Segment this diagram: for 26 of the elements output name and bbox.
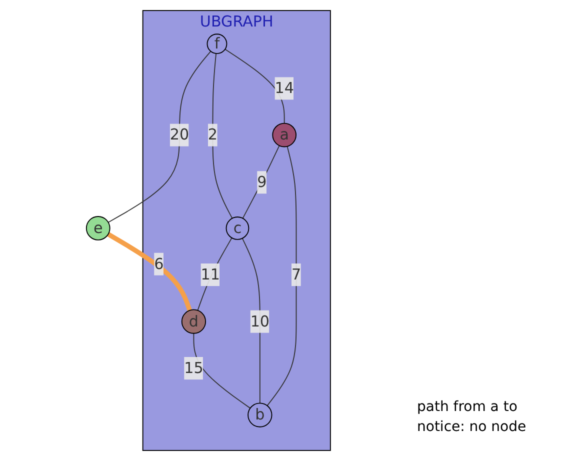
edge-label: 6 xyxy=(154,254,164,273)
edge-label: 20 xyxy=(170,126,190,144)
connector xyxy=(193,332,251,409)
connector xyxy=(224,48,285,124)
node-circle: a xyxy=(272,122,297,148)
connector xyxy=(242,145,280,219)
node-circle: b xyxy=(248,402,272,428)
note-text: path from a to xyxy=(417,399,518,415)
edge-label: 7 xyxy=(292,265,302,284)
edge-label: 15 xyxy=(184,358,204,377)
node-circle: f xyxy=(206,34,228,54)
connector xyxy=(242,238,260,404)
edge-label: 11 xyxy=(200,265,220,284)
connector xyxy=(107,232,192,312)
node-circle: d xyxy=(181,309,206,334)
note-text: notice: no node xyxy=(417,419,528,435)
connector xyxy=(266,146,297,406)
connector xyxy=(197,237,232,311)
edge-label: 10 xyxy=(250,312,270,330)
connector xyxy=(212,53,233,219)
node-circle: c xyxy=(226,216,250,240)
edge-label: 14 xyxy=(274,79,294,97)
connector xyxy=(108,50,212,223)
edge-label: 9 xyxy=(257,172,267,191)
edge-label: 2 xyxy=(208,126,218,144)
node-circle: e xyxy=(86,216,110,240)
